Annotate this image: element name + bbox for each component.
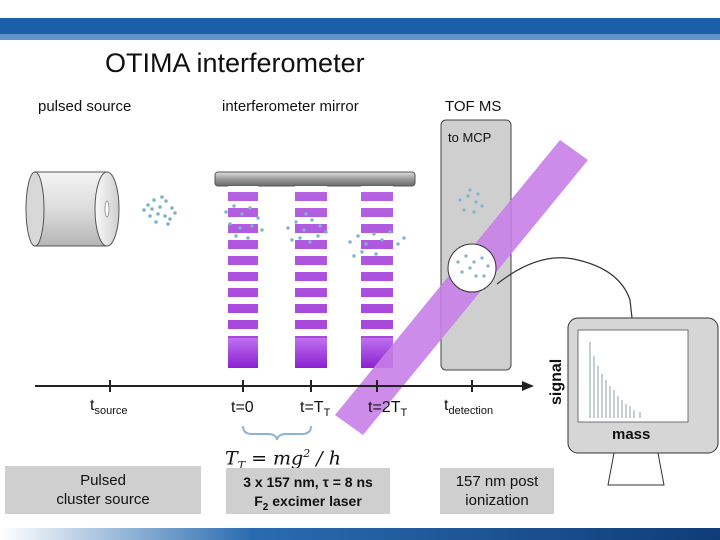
grating-beam-2 (295, 186, 327, 368)
to-mcp-label: to MCP (448, 130, 492, 145)
cluster-cloud-mcp (458, 188, 484, 214)
interferometer-mirror-label: interferometer mirror (222, 98, 359, 115)
cluster-cloud-3 (348, 230, 406, 258)
source-info-line2: cluster source (56, 491, 150, 508)
laser-info-box: 3 x 157 nm, τ = 8 ns F2 excimer laser (226, 468, 390, 514)
t-source-label: tsource (90, 397, 128, 418)
tof-ms-label: TOF MS (445, 98, 502, 115)
header-band (0, 0, 720, 40)
interferometer-mirror (214, 171, 416, 187)
ionization-region (447, 243, 497, 293)
period-brace (242, 425, 312, 441)
source-info-box: Pulsed cluster source (5, 466, 201, 514)
talbot-time-formula: TT = mg2 / h (225, 447, 341, 473)
t-zero-label: t=0 (231, 399, 254, 416)
cluster-cloud-source (142, 195, 177, 226)
laser-info-line2: F2 excimer laser (254, 493, 362, 513)
grating-beam-3 (361, 186, 393, 368)
source-info-line1: Pulsed (80, 472, 126, 489)
mass-axis-label: mass (612, 426, 651, 443)
ionization-info-line2: ionization (465, 492, 529, 509)
source-cylinder (25, 171, 120, 247)
ionization-info-line1: 157 nm post (455, 473, 539, 490)
signal-cable (496, 257, 633, 319)
footer-band (0, 528, 720, 540)
signal-axis-label: signal (548, 358, 565, 405)
ionization-info-box: 157 nm post ionization (440, 468, 554, 514)
cluster-cloud-2 (286, 212, 328, 244)
grating-beam-1 (228, 186, 258, 368)
timeline-axis (35, 380, 534, 392)
cluster-cloud-1 (224, 204, 264, 240)
t-detection-label: tdetection (444, 397, 494, 418)
cluster-cloud-ion (456, 254, 490, 278)
page-title: OTIMA interferometer (105, 48, 365, 78)
laser-info-line1: 3 x 157 nm, τ = 8 ns (243, 474, 373, 490)
pulsed-source-label: pulsed source (38, 98, 132, 115)
t-T-label: t=TT (300, 399, 331, 420)
signal-display (567, 317, 719, 486)
t-2T-label: t=2TT (368, 399, 408, 420)
